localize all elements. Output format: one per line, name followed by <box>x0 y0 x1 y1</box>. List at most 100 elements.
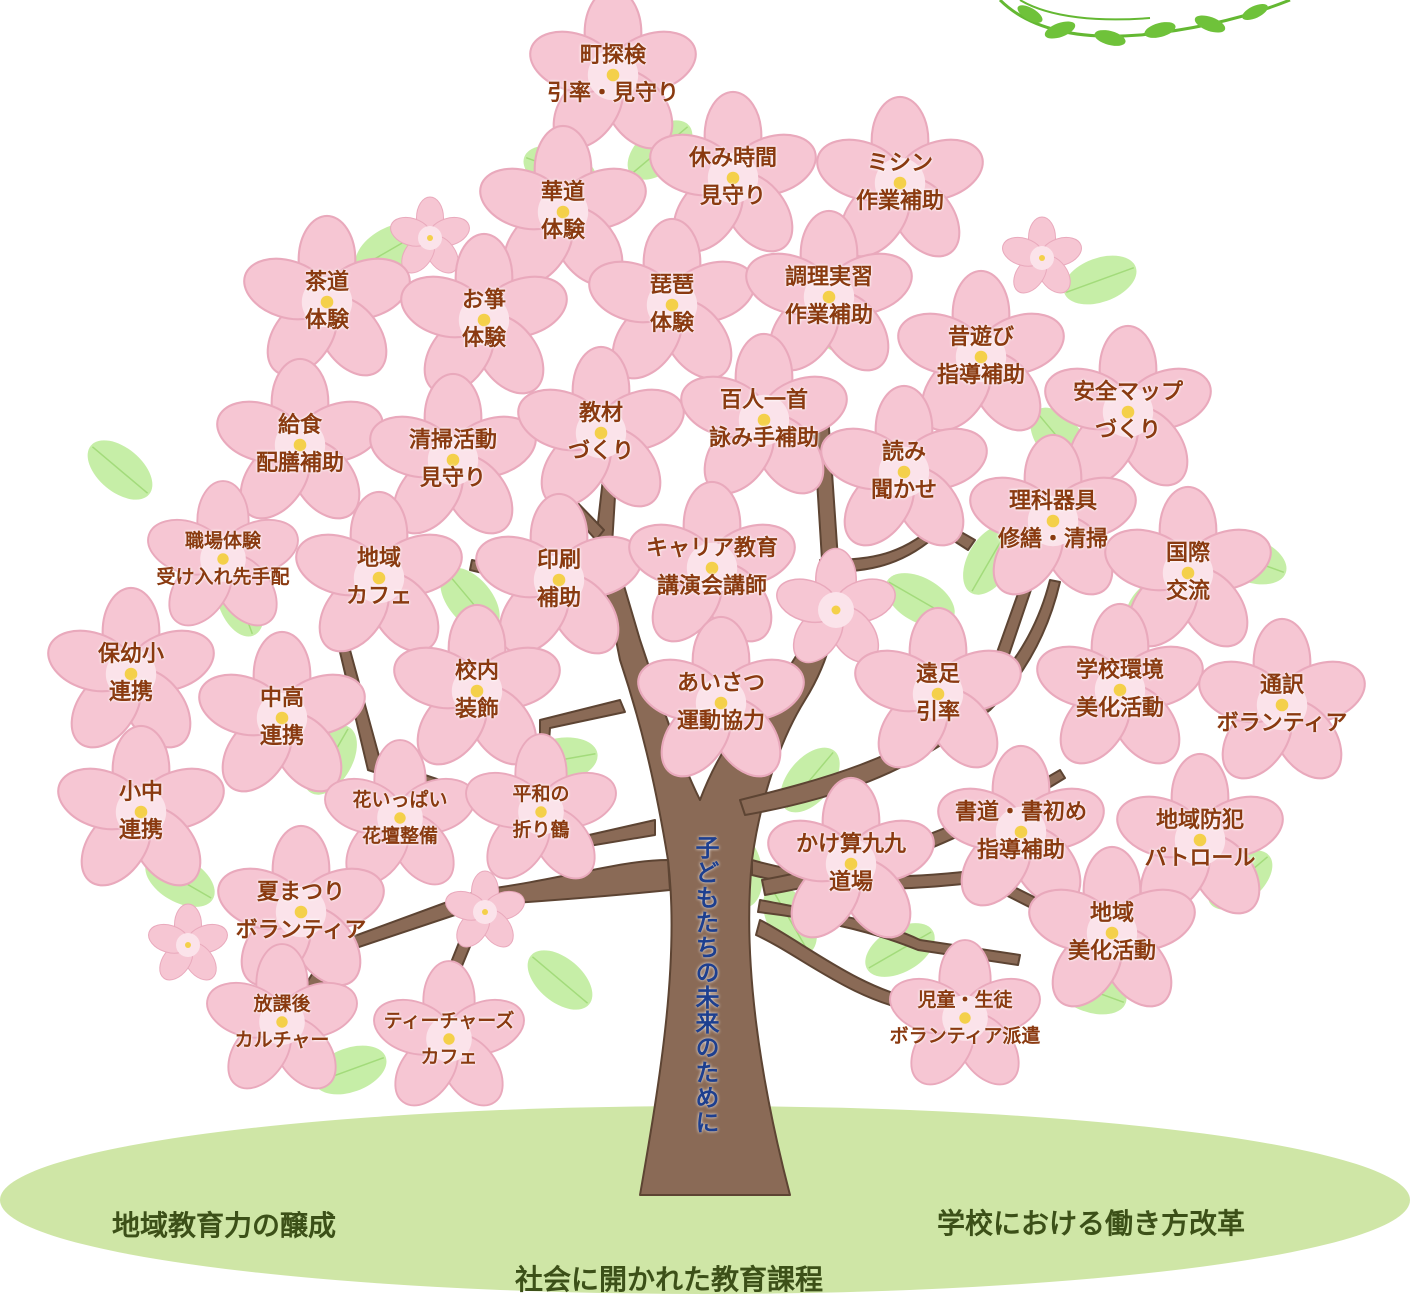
flower-label-line2: 折り鶴 <box>512 819 570 841</box>
flower-label-line2: 見守り <box>699 184 767 209</box>
flower-label: 地域防犯パトロール <box>1145 802 1256 878</box>
flower-label-line1: 地域 <box>356 546 402 571</box>
flower-label-line1: 書道・書初め <box>954 800 1088 825</box>
flower-label-line1: かけ算九九 <box>795 832 907 857</box>
ground-label-bottom: 社会に開かれた教育課程 <box>515 1263 824 1296</box>
flower-label-line2: ボランティア <box>235 918 367 943</box>
flower-label: 理科器具修繕・清掃 <box>998 483 1108 559</box>
flower-label: 読み聞かせ <box>871 434 937 510</box>
flower-label-line1: 清掃活動 <box>408 428 498 453</box>
flower-label: 茶道体験 <box>305 264 349 340</box>
flower-label-line1: 調理実習 <box>784 265 874 290</box>
flower-label-line2: 聞かせ <box>870 478 938 503</box>
flower-label-line2: 体験 <box>540 218 586 243</box>
flower-label-line2: 道場 <box>828 870 874 895</box>
flower-label: 校内装飾 <box>455 653 499 729</box>
flower-label-line1: 国際 <box>1165 541 1211 566</box>
flower-label-line1: ティーチャーズ <box>383 1010 515 1032</box>
flower-label: 昔遊び指導補助 <box>937 319 1025 395</box>
flower-label-line2: 配膳補助 <box>255 451 345 476</box>
flower-label: ティーチャーズカフェ <box>384 1003 515 1075</box>
flower-label-line2: 指導補助 <box>936 363 1026 388</box>
flower-label-line1: 理科器具 <box>1008 489 1098 514</box>
flower-label-line2: 補助 <box>536 586 582 611</box>
flower-label: かけ算九九道場 <box>796 826 906 902</box>
flower-label-line1: 学校環境 <box>1075 658 1165 683</box>
flower-label: 書道・書初め指導補助 <box>955 794 1087 870</box>
flower-label: 教材づくり <box>568 395 634 471</box>
flower-label-line1: 花いっぱい <box>352 789 448 811</box>
flower-label: 放課後カルチャー <box>235 986 330 1058</box>
flower-label-line2: 連携 <box>118 818 164 843</box>
flower-label-line2: 運動協力 <box>676 709 766 734</box>
flower-label: 学校環境美化活動 <box>1076 652 1164 728</box>
flower-label-line2: 詠み手補助 <box>708 426 820 451</box>
flower-label: 夏まつりボランティア <box>236 874 367 950</box>
flower-label-line1: ミシン <box>866 151 934 176</box>
flower-label-line2: づくり <box>1094 418 1162 443</box>
flower-label-line1: あいさつ <box>676 671 766 696</box>
flower-label-line2: 連携 <box>108 680 154 705</box>
flower-label-line1: 休み時間 <box>688 146 778 171</box>
flower-label: 調理実習作業補助 <box>785 259 873 335</box>
flower-label: あいさつ運動協力 <box>677 665 765 741</box>
flower-label: 町探検引率・見守り <box>547 37 679 113</box>
flower-label: 平和の折り鶴 <box>512 776 569 848</box>
flower-label-line1: キャリア教育 <box>645 536 779 561</box>
flower-label-line1: 夏まつり <box>256 880 345 905</box>
flower-label: 清掃活動見守り <box>409 422 497 498</box>
flower-label-line1: 教材 <box>578 401 624 426</box>
flower-label-line2: 美化活動 <box>1067 939 1157 964</box>
flower-label-line2: 引率 <box>915 700 961 725</box>
flower-label: キャリア教育講演会講師 <box>646 530 778 606</box>
flower-label: 安全マップづくり <box>1073 374 1183 450</box>
flower-label: 華道体験 <box>541 174 585 250</box>
ground <box>0 1106 1410 1294</box>
flower-label: 地域美化活動 <box>1068 895 1156 971</box>
flower-label: 職場体験受け入れ先手配 <box>156 523 289 595</box>
flower-label-line1: 読み <box>881 440 927 465</box>
flower-label-line2: ボランティア <box>1216 711 1348 736</box>
flower-label-line1: 昔遊び <box>947 325 1015 350</box>
flower-label: 地域カフェ <box>346 540 412 616</box>
flower-label-line1: 児童・生徒 <box>917 989 1013 1011</box>
flower-label: 中高連携 <box>260 680 304 756</box>
flower-label-line1: 中高 <box>259 686 305 711</box>
flower-label: 花いっぱい花壇整備 <box>352 782 447 854</box>
flower-label-line2: ボランティア派遣 <box>889 1025 1041 1047</box>
flower-label-line1: 小中 <box>118 780 164 805</box>
flower-label-line2: づくり <box>567 439 635 464</box>
flower-label-line2: 装飾 <box>454 697 500 722</box>
flower-label: 通訳ボランティア <box>1217 667 1348 743</box>
flower-label: 琵琶体験 <box>650 267 694 343</box>
flower-label-line2: カフェ <box>345 584 413 609</box>
ground-label-right: 学校における働き方改革 <box>937 1207 1246 1240</box>
flower-label-line2: 交流 <box>1165 579 1211 604</box>
flower-label-line2: 連携 <box>259 724 305 749</box>
flower-label-line2: 美化活動 <box>1075 696 1165 721</box>
ground-label-left: 地域教育力の醸成 <box>112 1209 337 1242</box>
trunk-text: 子どもたちの未来のために <box>691 835 719 1135</box>
flower-label-line2: 指導補助 <box>976 838 1066 863</box>
flower-label-line2: 引率・見守り <box>546 81 680 106</box>
flower-label-line2: 体験 <box>649 311 695 336</box>
flower-label-line1: 保幼小 <box>97 642 165 667</box>
flower-label-line1: 琵琶 <box>649 273 695 298</box>
flower-label-line1: 百人一首 <box>719 388 809 413</box>
flower-label-line1: 印刷 <box>536 548 582 573</box>
flower-label-line1: 通訳 <box>1259 673 1304 698</box>
flower-label-line1: 平和の <box>512 783 570 805</box>
flower-label-line2: 講演会講師 <box>656 574 768 599</box>
vine-leaves <box>1017 3 1268 46</box>
flower-label: 百人一首詠み手補助 <box>709 382 819 458</box>
flower-label: 保幼小連携 <box>98 636 164 712</box>
flower-label-line1: 茶道 <box>304 270 350 295</box>
flower-label-line1: 放課後 <box>253 993 311 1015</box>
flower-label: 休み時間見守り <box>689 140 777 216</box>
flower-label-line1: 安全マップ <box>1072 380 1184 405</box>
flower-label-line2: 花壇整備 <box>361 825 439 847</box>
flower-label-line1: 町探検 <box>579 43 647 68</box>
flower-label-line2: 受け入れ先手配 <box>156 566 290 588</box>
flower-label-line2: パトロール <box>1144 846 1256 871</box>
flower-label-line1: 校内 <box>454 659 500 684</box>
